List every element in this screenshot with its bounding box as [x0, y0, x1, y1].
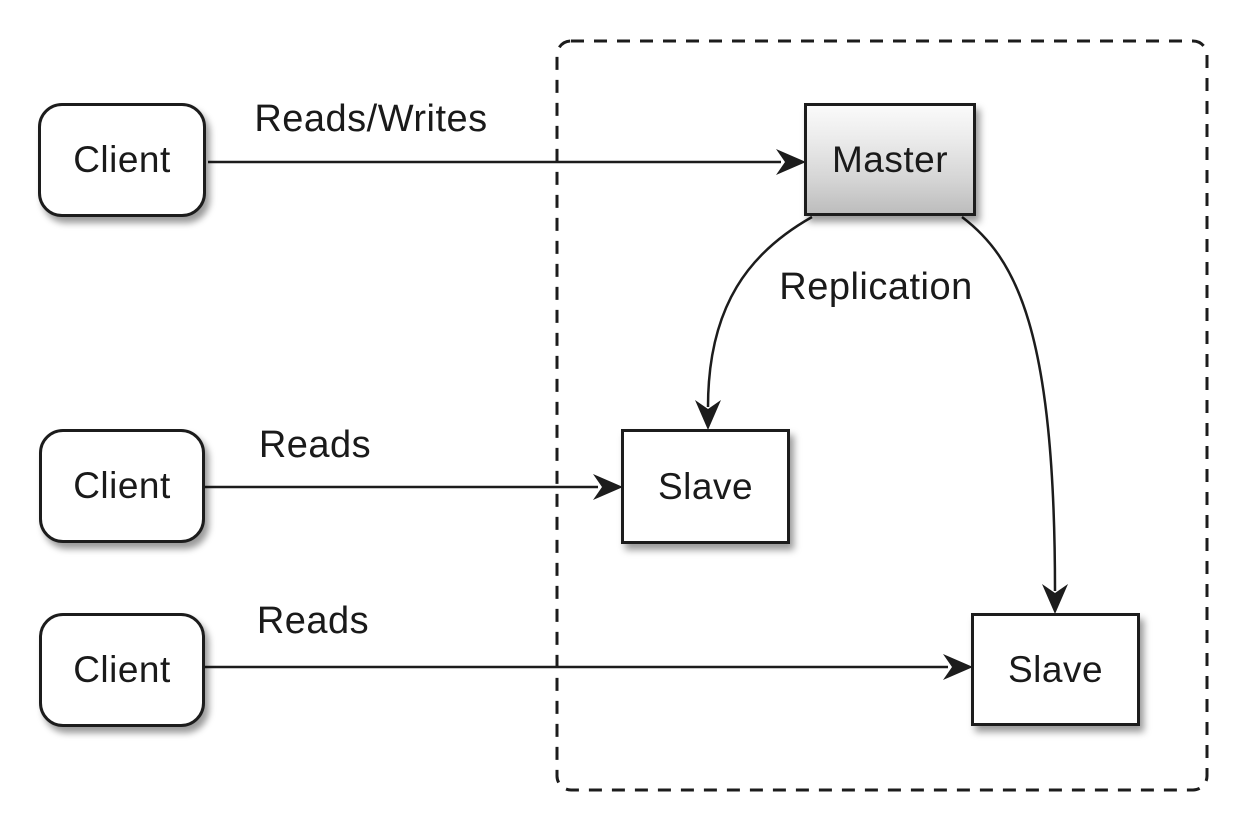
arrowhead-right-icon: [943, 654, 973, 680]
arrow-client2-to-slave1: [205, 474, 623, 500]
node-master: Master: [804, 103, 976, 216]
node-client-1: Client: [38, 103, 206, 217]
node-client-1-label: Client: [73, 139, 171, 180]
arrow-client3-to-slave2: [205, 654, 973, 680]
arrowhead-down-icon: [1042, 584, 1068, 614]
node-master-label: Master: [831, 138, 949, 180]
edge-label-reads-mid: Reads: [258, 424, 372, 466]
arrow-master-to-slave2: [961, 216, 1068, 614]
arrowhead-right-icon: [776, 149, 806, 175]
arrow-client1-to-master: [208, 149, 806, 175]
node-slave-1: Slave: [621, 429, 790, 544]
replication-boundary-box: [555, 39, 1209, 792]
node-client-2-label: Client: [73, 465, 171, 506]
node-client-3: Client: [39, 613, 205, 727]
node-slave-1-label: Slave: [657, 465, 754, 507]
edge-label-replication: Replication: [779, 266, 973, 308]
edge-label-reads-bottom: Reads: [256, 600, 370, 642]
node-client-3-label: Client: [73, 649, 171, 690]
arrow-master-to-slave1: [695, 215, 813, 430]
edge-label-reads-writes: Reads/Writes: [254, 98, 488, 140]
arrowhead-right-icon: [593, 474, 623, 500]
node-client-2: Client: [39, 429, 205, 543]
node-slave-2: Slave: [971, 613, 1140, 726]
node-slave-2-label: Slave: [1007, 648, 1104, 690]
arrowhead-down-icon: [695, 400, 721, 430]
